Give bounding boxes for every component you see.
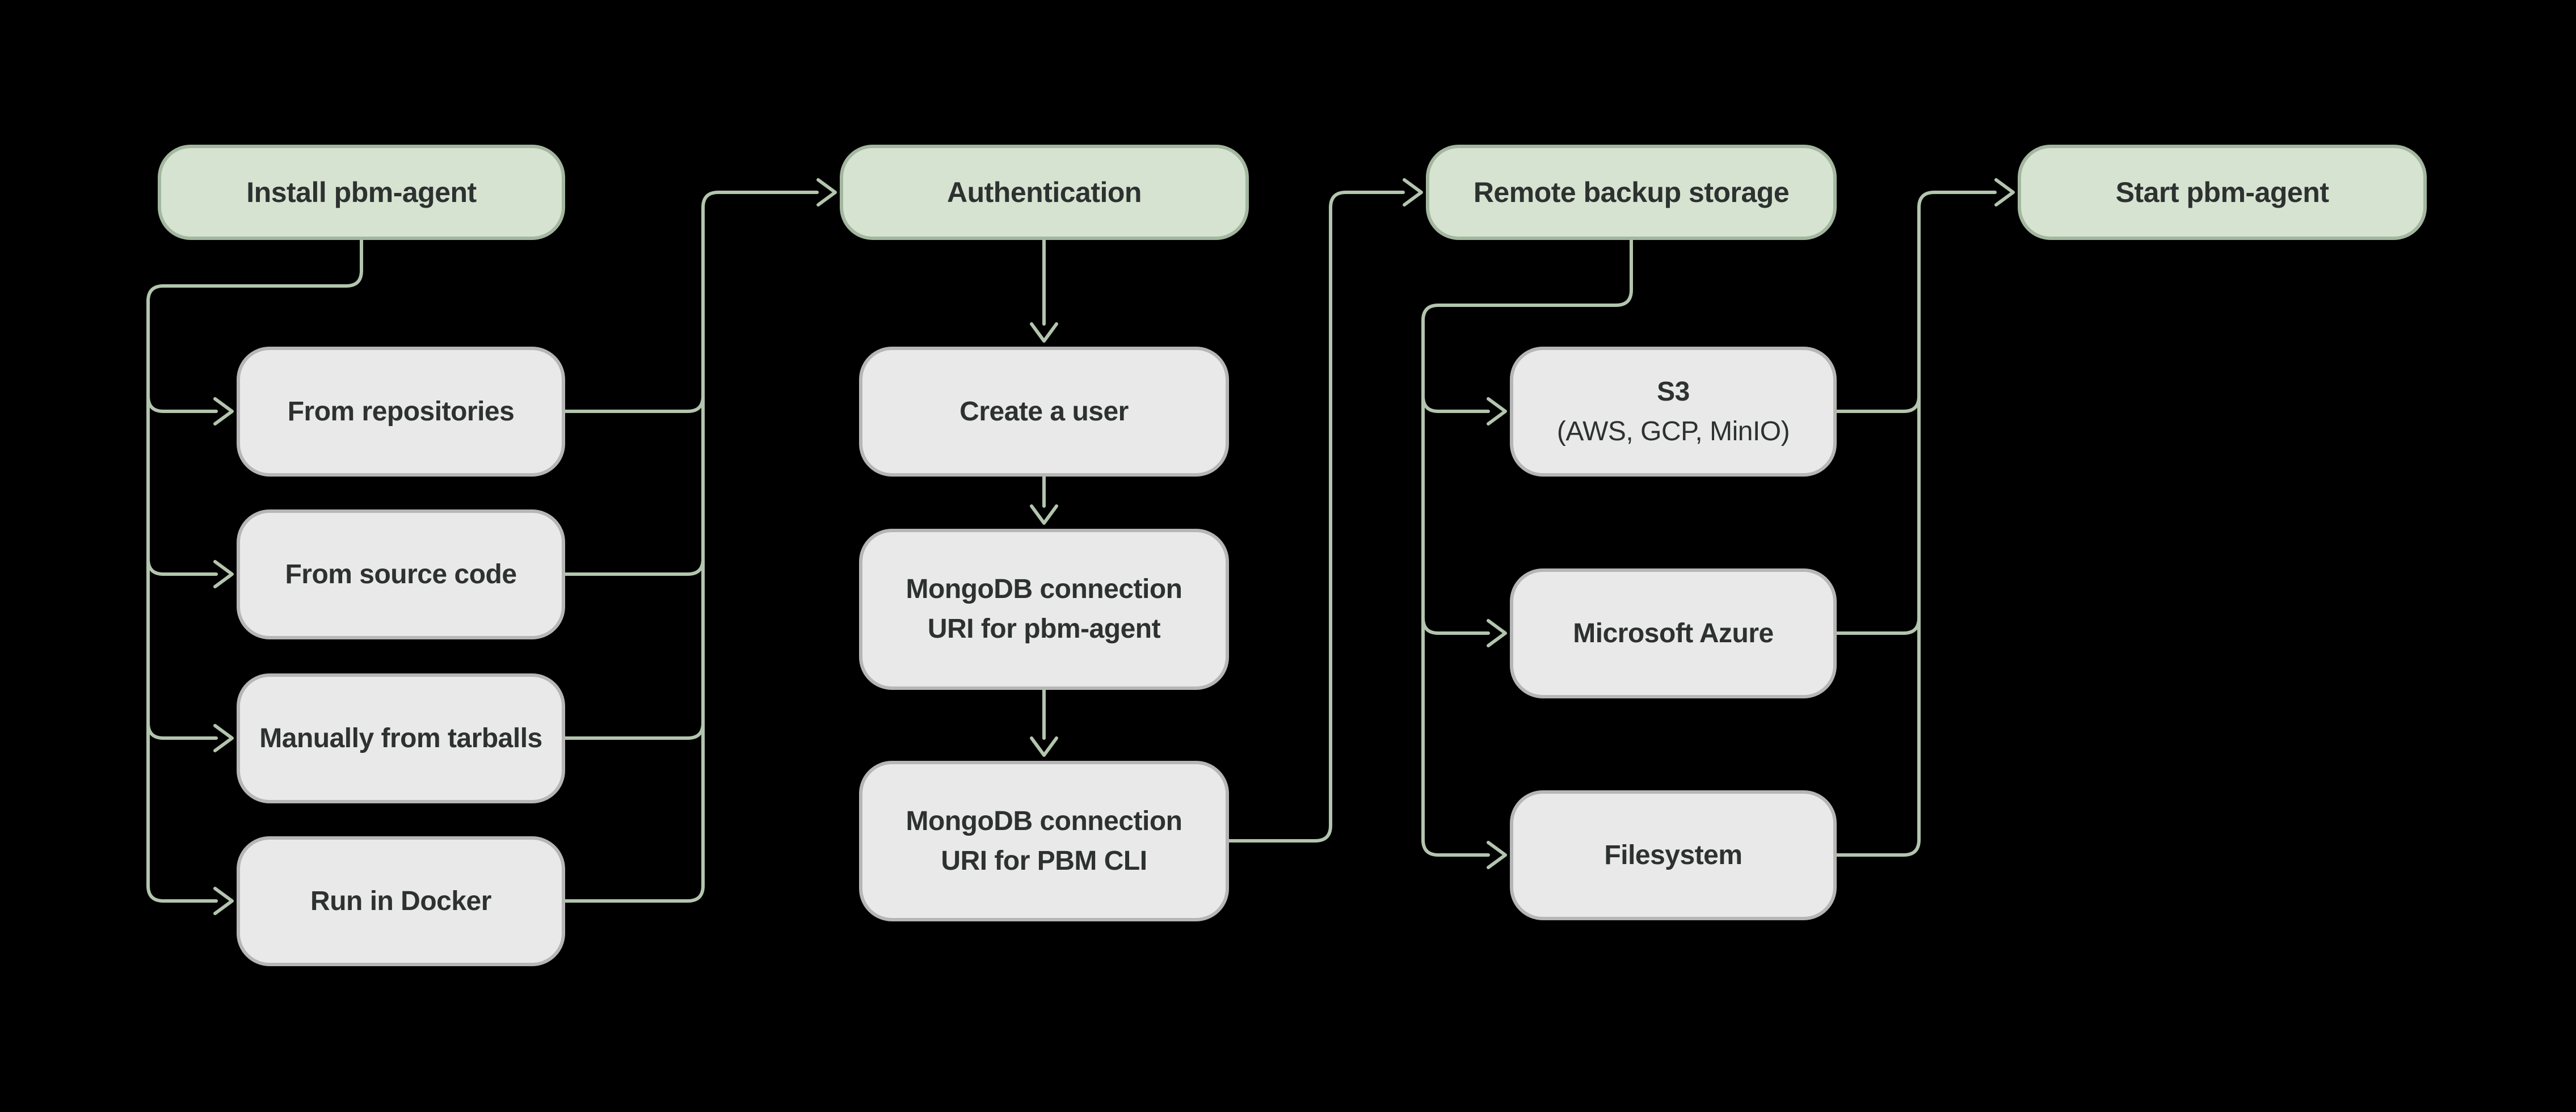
edge-merge-azure (1835, 616, 1921, 635)
node-microsoft-azure: Microsoft Azure (1510, 568, 1837, 698)
node-create-a-user: Create a user (859, 347, 1229, 477)
node-mongodb-uri-pbm-cli-line1: MongoDB connection (906, 806, 1182, 836)
node-from-source-code: From source code (237, 509, 565, 639)
node-mongodb-uri-pbm-agent-line1: MongoDB connection (906, 574, 1182, 604)
header-install-pbm-agent-label: Install pbm-agent (246, 176, 477, 208)
edge-merge-source (563, 557, 705, 576)
node-mongodb-uri-pbm-agent: MongoDB connection URI for pbm-agent (859, 529, 1229, 690)
edge-cli-to-storage (1227, 191, 1405, 843)
arrowhead-authentication (816, 178, 837, 207)
node-mongodb-uri-pbm-cli: MongoDB connection URI for PBM CLI (859, 761, 1229, 921)
node-filesystem: Filesystem (1510, 790, 1837, 920)
header-start-pbm-agent-label: Start pbm-agent (2115, 176, 2329, 208)
node-s3-line2: (AWS, GCP, MinIO) (1556, 416, 1790, 447)
edge-storage-right-rail (1835, 191, 1997, 857)
header-start-pbm-agent: Start pbm-agent (2018, 145, 2427, 240)
node-s3: S3 (AWS, GCP, MinIO) (1510, 347, 1837, 477)
node-from-repositories-label: From repositories (287, 396, 515, 427)
header-authentication-label: Authentication (947, 176, 1142, 208)
arrowhead-from-repositories (213, 397, 234, 426)
arrowhead-start-pbm-agent (1994, 178, 2015, 207)
node-mongodb-uri-pbm-agent-line2: URI for pbm-agent (927, 614, 1161, 644)
node-from-source-code-label: From source code (285, 559, 517, 589)
edge-install-branch-tarballs (146, 721, 218, 740)
header-install-pbm-agent: Install pbm-agent (158, 145, 565, 240)
arrowhead-manually-from-tarballs (213, 724, 234, 752)
edge-storage-branch-s3 (1421, 394, 1490, 413)
edge-storage-branch-azure (1421, 616, 1490, 635)
edge-install-right-rail (563, 191, 819, 903)
arrowhead-from-source-code (213, 560, 234, 588)
edge-merge-s3 (1835, 394, 1921, 413)
node-run-in-docker-label: Run in Docker (310, 886, 491, 916)
node-manually-from-tarballs-label: Manually from tarballs (259, 723, 542, 753)
arrowhead-filesystem (1487, 841, 1507, 869)
node-mongodb-uri-pbm-cli-line2: URI for PBM CLI (941, 845, 1147, 876)
node-run-in-docker: Run in Docker (237, 836, 565, 966)
node-filesystem-label: Filesystem (1604, 840, 1742, 870)
arrowhead-microsoft-azure (1487, 619, 1507, 647)
header-authentication: Authentication (840, 145, 1249, 240)
node-manually-from-tarballs: Manually from tarballs (237, 673, 565, 803)
arrowhead-run-in-docker (213, 887, 234, 915)
edge-storage-left-rail (1421, 238, 1633, 857)
arrowhead-uri-pbm-cli (1030, 736, 1058, 757)
edge-merge-tarballs (563, 721, 705, 740)
header-remote-backup-storage-label: Remote backup storage (1473, 176, 1790, 208)
edge-install-branch-source (146, 557, 218, 576)
arrowhead-remote-backup-storage (1403, 178, 1423, 207)
header-remote-backup-storage: Remote backup storage (1426, 145, 1837, 240)
node-create-a-user-label: Create a user (959, 396, 1129, 427)
node-microsoft-azure-label: Microsoft Azure (1573, 618, 1774, 648)
arrowhead-uri-pbm-agent (1030, 504, 1058, 525)
node-s3-line1: S3 (1657, 376, 1690, 407)
edge-merge-repositories (563, 394, 705, 413)
arrowhead-create-user (1030, 322, 1058, 343)
edge-install-left-rail (146, 238, 363, 903)
arrowhead-s3 (1487, 397, 1507, 426)
node-from-repositories: From repositories (237, 347, 565, 477)
edge-install-branch-repositories (146, 394, 218, 413)
